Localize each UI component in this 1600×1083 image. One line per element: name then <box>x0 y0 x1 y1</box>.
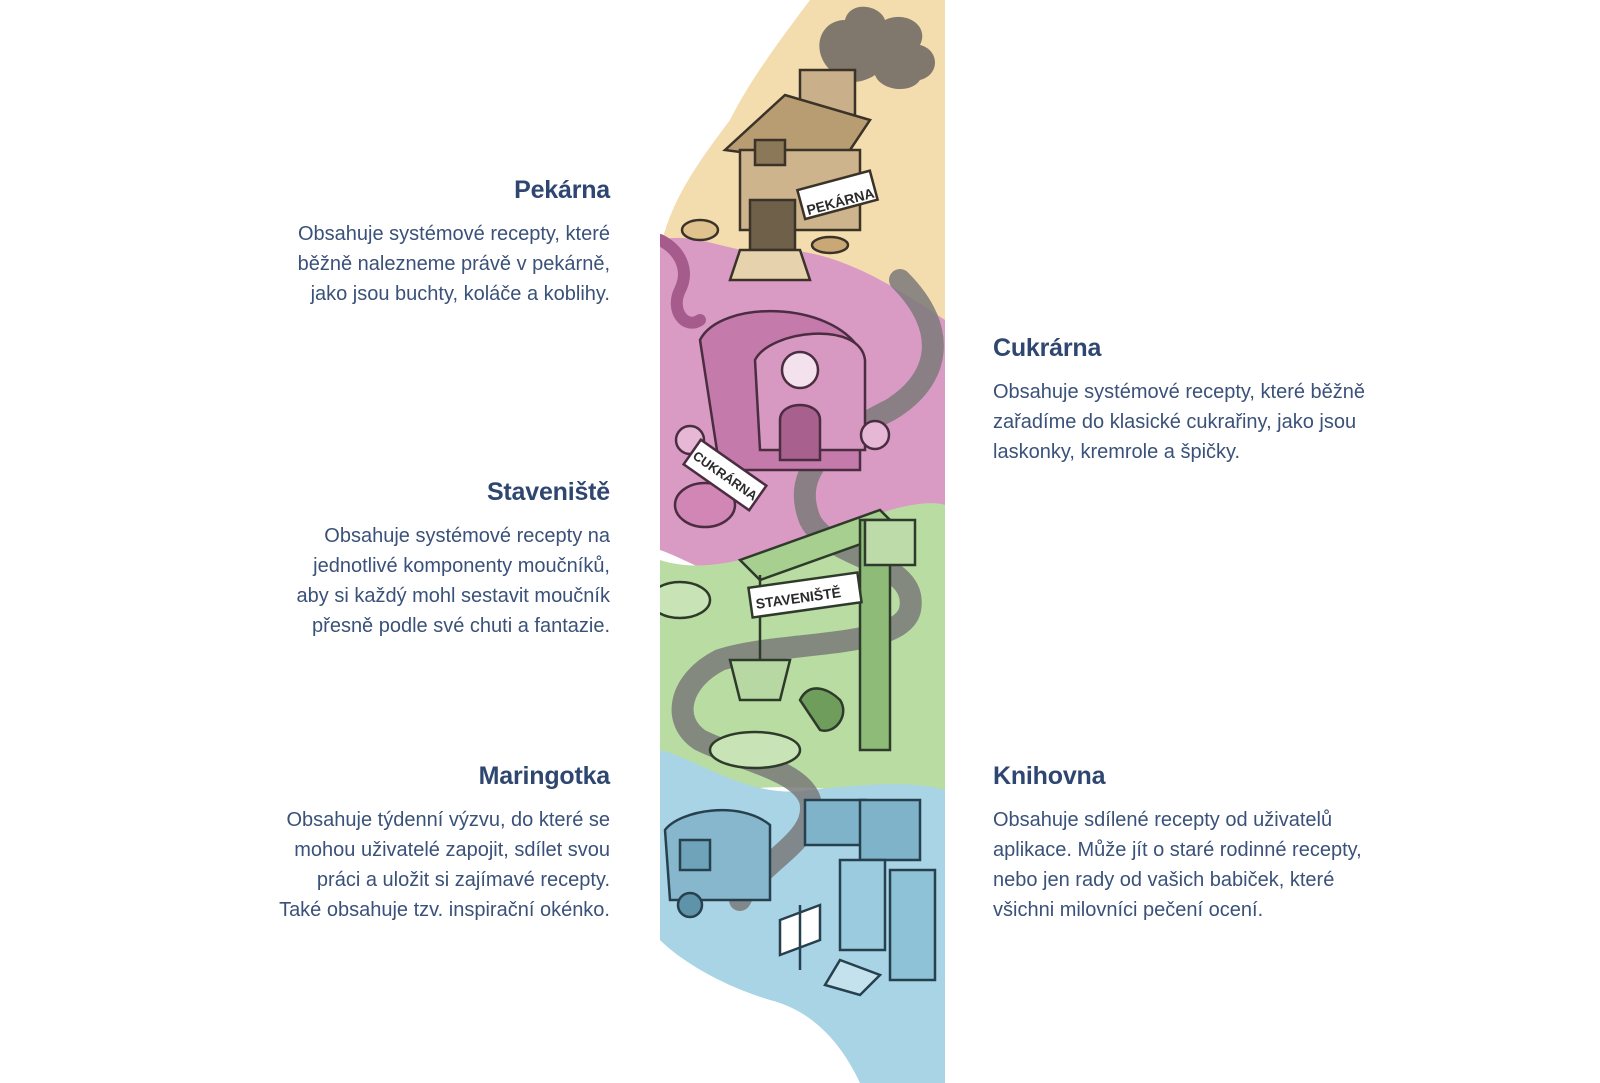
text-line: aplikace. Může jít o staré rodinné recep… <box>993 839 1362 861</box>
section-pekarna: Pekárna Obsahuje systémové recepty, kter… <box>250 176 611 309</box>
section-cukrarna: Cukrárna Obsahuje systémové recepty, kte… <box>993 334 1413 467</box>
section-title-knihovna: Knihovna <box>993 762 1106 790</box>
text-line: aby si každý mohl sestavit moučník <box>296 585 610 607</box>
text-line: Obsahuje týdenní výzvu, do které se <box>286 809 610 831</box>
library-area <box>663 798 937 997</box>
section-text-staveniste: Obsahuje systémové recepty na jednotlivé… <box>250 521 610 641</box>
text-line: Obsahuje systémové recepty, které <box>298 223 610 245</box>
text-line: nebo jen rady od vašich babiček, které <box>993 869 1335 891</box>
text-line: Také obsahuje tzv. inspirační okénko. <box>279 899 610 921</box>
text-line: jako jsou buchty, koláče a koblihy. <box>310 283 610 305</box>
section-title-staveniste: Staveniště <box>486 478 610 506</box>
text-line: přesně podle své chuti a fantazie. <box>312 615 610 637</box>
candy-building <box>673 309 891 529</box>
text-line: zařadíme do klasické cukrařiny, jako jso… <box>993 411 1357 433</box>
section-title-maringotka: Maringotka <box>478 762 611 790</box>
map-illustration-svg: PEKÁRNA CUKRÁRNA STAVENIŠTĚ <box>660 0 945 1083</box>
section-text-pekarna: Obsahuje systémové recepty, které běžně … <box>250 219 610 309</box>
smoke <box>660 234 706 329</box>
construction-site <box>660 508 917 770</box>
section-text-knihovna: Obsahuje sdílené recepty od uživatelů ap… <box>993 805 1413 925</box>
text-line: Obsahuje systémové recepty, které běžně <box>993 381 1366 403</box>
text-line: běžně nalezneme právě v pekárně, <box>297 253 610 275</box>
section-text-maringotka: Obsahuje týdenní výzvu, do které se moho… <box>240 805 610 925</box>
text-line: jednotlivé komponenty moučníků, <box>313 555 610 577</box>
text-line: mohou uživatelé zapojit, sdílet svou <box>294 839 610 861</box>
section-staveniste: Staveniště Obsahuje systémové recepty na… <box>250 478 611 641</box>
bakery-building <box>680 68 880 282</box>
text-line: Obsahuje systémové recepty na <box>324 525 610 547</box>
section-knihovna: Knihovna Obsahuje sdílené recepty od uži… <box>993 762 1413 925</box>
text-line: všichni milovníci pečení ocení. <box>993 899 1264 921</box>
section-text-cukrarna: Obsahuje systémové recepty, které běžně … <box>993 377 1413 467</box>
section-title-cukrarna: Cukrárna <box>993 334 1102 362</box>
text-line: laskonky, kremrole a špičky. <box>993 441 1241 463</box>
smoke <box>819 6 935 90</box>
text-line: práci a uložit si zajímavé recepty. <box>316 869 610 891</box>
map-illustration: PEKÁRNA CUKRÁRNA STAVENIŠTĚ <box>660 0 945 1083</box>
section-title-pekarna: Pekárna <box>514 176 610 204</box>
text-line: Obsahuje sdílené recepty od uživatelů <box>993 809 1333 831</box>
section-maringotka: Maringotka Obsahuje týdenní výzvu, do kt… <box>240 762 610 925</box>
